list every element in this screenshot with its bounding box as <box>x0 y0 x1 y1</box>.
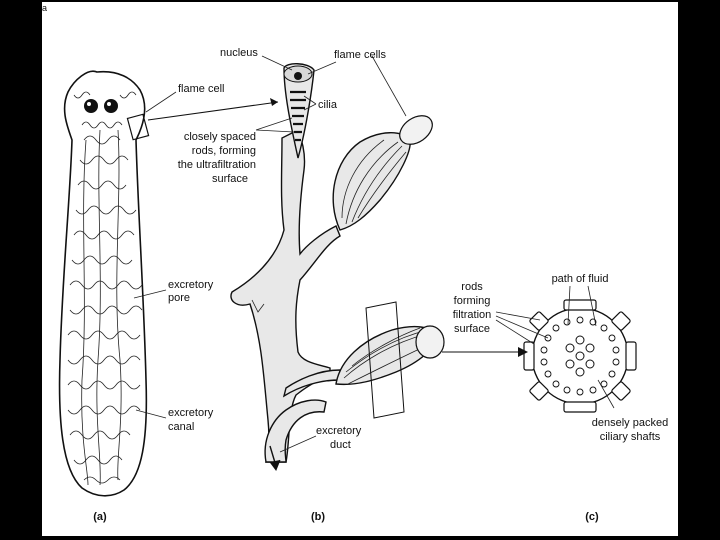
flame-cell-2 <box>332 132 411 231</box>
nucleus-dot <box>294 72 302 80</box>
label-rods-2: rods, forming <box>192 145 256 157</box>
planarian-body <box>58 70 150 497</box>
eyespot-left <box>84 99 98 113</box>
label-rods-3: the ultrafiltration <box>178 159 256 171</box>
label-rods-4: surface <box>212 173 248 185</box>
caption-c: (c) <box>585 511 599 523</box>
flame-cell-box <box>126 113 150 141</box>
label-excretory-pore-1: excretory <box>168 279 214 291</box>
figure-panel <box>42 2 678 536</box>
text-labels: nucleus flame cells flame cell cilia clo… <box>93 47 668 523</box>
label-excretory-canal-1: excretory <box>168 407 214 419</box>
label-path-of-fluid: path of fluid <box>552 273 609 285</box>
corner-mark: a <box>42 3 47 13</box>
eyespot-right <box>104 99 118 113</box>
label-ciliary-shafts-2: ciliary shafts <box>600 431 661 443</box>
section-plane <box>365 301 405 419</box>
label-excretory-canal-2: canal <box>168 421 194 433</box>
label-cilia: cilia <box>318 99 338 111</box>
caption-b: (b) <box>311 511 325 523</box>
flame-cell-1 <box>283 63 315 159</box>
label-excretory-pore-2: pore <box>168 292 190 304</box>
leader-lines <box>133 55 615 453</box>
label-flame-cells: flame cells <box>334 49 386 61</box>
label-nucleus: nucleus <box>220 47 258 59</box>
label-rods-filtration-3: filtration <box>453 309 492 321</box>
label-rods-1: closely spaced <box>184 131 256 143</box>
flame-cell-system <box>230 63 445 472</box>
label-rods-filtration-2: forming <box>454 295 491 307</box>
label-ciliary-shafts-1: densely packed <box>592 417 668 429</box>
label-rods-filtration-1: rods <box>461 281 483 293</box>
label-excretory-duct-2: duct <box>330 439 351 451</box>
label-rods-filtration-4: surface <box>454 323 490 335</box>
caption-a: (a) <box>93 511 107 523</box>
label-excretory-duct-1: excretory <box>316 425 362 437</box>
label-flame-cell: flame cell <box>178 83 224 95</box>
cross-section <box>523 299 637 413</box>
